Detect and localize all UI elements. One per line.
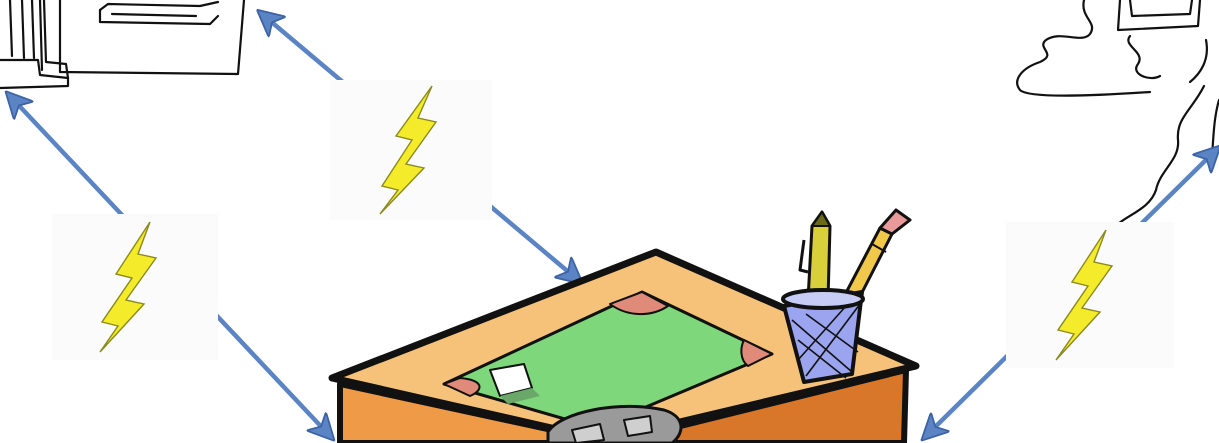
bolt-panel-right — [1006, 222, 1174, 368]
house-path-sketch-icon — [1017, 0, 1219, 224]
bolt-panel-top — [330, 80, 492, 220]
bolt-panel-left — [52, 214, 218, 360]
building-sketch-icon — [0, 0, 244, 88]
